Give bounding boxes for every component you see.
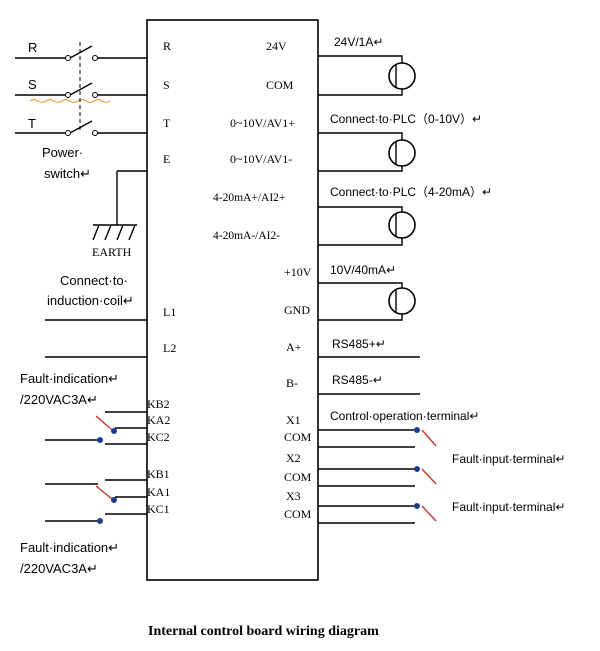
load-24v (318, 55, 416, 96)
terminal-kc2: KC2 (147, 430, 170, 444)
terminal-ka2: KA2 (147, 413, 170, 427)
power-switch-label: Power· (42, 145, 83, 160)
rs485-wires (318, 356, 420, 395)
terminal-ai2-minus: 4-20mA-/AI2- (213, 230, 280, 242)
annotation-rs485-minus: RS485-↵ (332, 373, 383, 387)
fault-indication-top-label: Fault·indication↵ (20, 371, 119, 386)
terminal-s: S (163, 78, 170, 92)
terminal-x1: X1 (286, 413, 301, 427)
terminal-com-x3: COM (284, 507, 312, 521)
fault-indication-bottom-label: Fault·indication↵ (20, 540, 119, 555)
terminal-10v: +10V (284, 265, 312, 279)
control-board (146, 19, 319, 581)
annotation-fault-input-1: Fault·input·terminal↵ (452, 452, 565, 466)
relay-contacts-bottom (45, 479, 147, 524)
supply-label-t: T (28, 116, 36, 131)
terminal-com-x1: COM (284, 430, 312, 444)
terminal-x2: X2 (286, 451, 301, 465)
annotation-24v: 24V/1A↵ (334, 35, 383, 49)
fault-indication-top-label-2: /220VAC3A↵ (20, 392, 98, 407)
terminal-kb2: KB2 (147, 397, 170, 411)
terminal-gnd: GND (284, 303, 310, 317)
annotation-10v: 10V/40mA↵ (330, 263, 396, 277)
annotation-plc-4-20ma: Connect·to·PLC（4-20mA）↵ (330, 185, 492, 199)
annotation-control-operation: Control·operation·terminal↵ (330, 409, 479, 423)
terminal-av1-plus: 0~10V/AV1+ (230, 116, 295, 130)
terminal-a-plus: A+ (286, 340, 302, 354)
annotation-rs485-plus: RS485+↵ (332, 337, 386, 351)
terminal-x3: X3 (286, 489, 301, 503)
terminal-kb1: KB1 (147, 467, 170, 481)
power-switch-label-2: switch↵ (44, 166, 91, 181)
terminal-av1-minus: 0~10V/AV1- (230, 152, 292, 166)
earth-symbol (92, 170, 147, 241)
load-plc-0-10v (318, 132, 416, 172)
fault-indication-bottom-label-2: /220VAC3A↵ (20, 561, 98, 576)
diagram-title: Internal control board wiring diagram (148, 624, 379, 639)
terminal-l2: L2 (163, 341, 176, 355)
terminal-com-1: COM (266, 78, 294, 92)
induction-coil-label: Connect·to· (60, 273, 128, 288)
terminal-ai2-plus: 4-20mA+/AI2+ (213, 192, 285, 204)
earth-label: EARTH (92, 245, 132, 259)
relay-contacts-top (45, 411, 147, 445)
supply-label-r: R (28, 40, 37, 55)
terminal-t: T (163, 116, 171, 130)
terminal-b-minus: B- (286, 376, 298, 390)
power-switch-symbol (15, 42, 147, 136)
load-10v (318, 282, 416, 321)
annotation-plc-0-10v: Connect·to·PLC（0-10V）↵ (330, 112, 482, 126)
terminal-r: R (163, 39, 171, 53)
annotation-fault-input-2: Fault·input·terminal↵ (452, 500, 565, 514)
control-terminal-switches (318, 427, 437, 524)
terminal-com-x2: COM (284, 470, 312, 484)
terminal-e: E (163, 152, 170, 166)
terminal-ka1: KA1 (147, 485, 170, 499)
induction-coil-label-2: induction·coil↵ (47, 293, 134, 308)
terminal-24v: 24V (266, 39, 287, 53)
supply-label-s: S (28, 77, 37, 92)
terminal-kc1: KC1 (147, 502, 170, 516)
terminal-l1: L1 (163, 305, 176, 319)
load-plc-4-20ma (318, 206, 416, 246)
